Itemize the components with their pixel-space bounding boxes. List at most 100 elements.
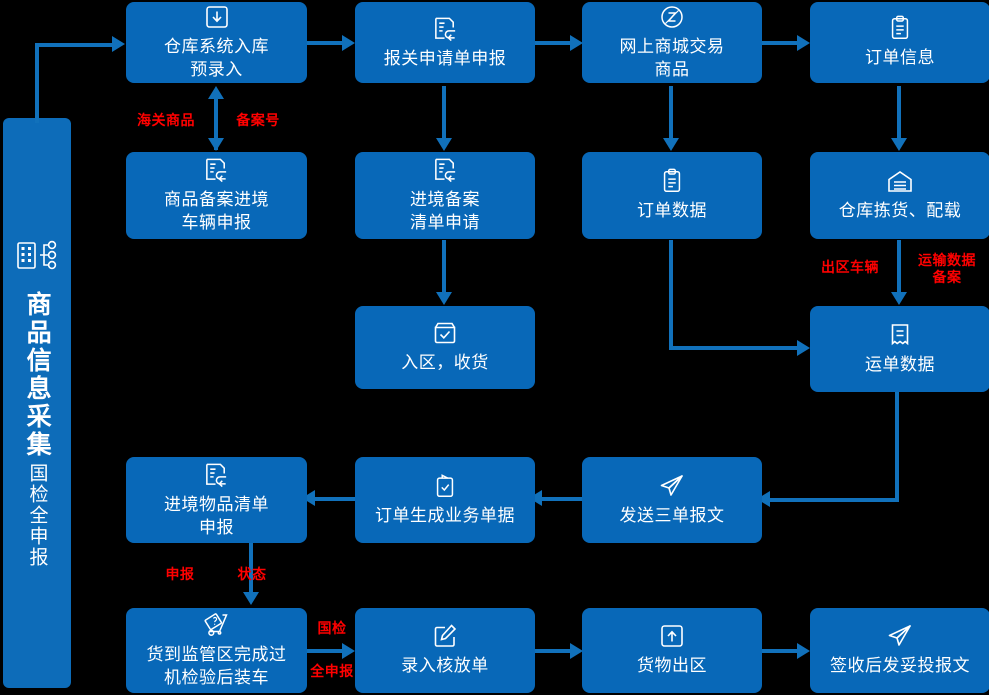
arrowhead-c1-down-2 [243,592,259,605]
arrowhead-to-warehouse-pre-entry [112,36,125,52]
arrowhead-r5-c [797,643,810,659]
node-label: 网上商城交易 商品 [619,36,725,79]
connector-c1-vertical [214,92,218,150]
receipt-icon [888,322,912,348]
paper-plane-icon [658,473,686,499]
node-label: 进境物品清单 申报 [164,494,269,537]
connector-r5-a [307,649,349,653]
clipboard-check-icon [433,473,457,499]
connector-c3-vertical [669,86,673,144]
node-label: 报关申请单申报 [383,48,507,68]
node-label: 运单数据 [865,354,935,374]
arrowhead-r1-b [570,35,583,51]
node-label: 货到监管区完成过 机检验后装车 [146,644,287,687]
connector-c4-vertical-2 [897,240,901,298]
node-label: 货物出区 [637,656,707,676]
node-goods-record-vehicle[interactable]: 商品备案进境 车辆申报 [126,152,307,239]
arrowhead-c1-up [208,86,224,99]
annotation-exit-vehicle: 出区车辆 [821,259,879,275]
connector-c2-vertical-2 [442,240,446,298]
sidebar-title: 商品信息采集 [23,290,52,459]
doc-return-icon [203,156,230,183]
clipboard-lines-icon [660,168,684,194]
arrowhead-to-waybill [797,340,810,356]
node-enter-release-note[interactable]: 录入核放单 [355,608,535,693]
connector-c1-vertical-2 [249,543,253,598]
arrowhead-c4-down [891,138,907,151]
connector-r1-a [307,41,347,45]
node-label: 订单生成业务单据 [375,505,515,525]
node-label: 仓库拣货、配载 [838,200,962,220]
sidebar-product-info-collection[interactable]: 商品信息采集 国检全申报 [3,118,71,688]
connector-waybill-down [895,392,899,502]
annotation-declare: 申报 [165,566,195,582]
connector-r5-b [535,649,577,653]
node-signed-delivery-msg[interactable]: 签收后发妥投报文 [810,608,989,693]
connector-c4-vertical [897,86,901,144]
connector-r4-a [537,497,582,501]
node-label: 入区，收货 [401,353,489,373]
connector-orderdata-down [669,240,673,350]
node-label: 进境备案 清单申请 [410,190,480,232]
node-order-data[interactable]: 订单数据 [582,152,762,239]
node-label: 签收后发妥投报文 [830,656,970,676]
node-goods-exit-zone[interactable]: 货物出区 [582,608,762,693]
warehouse-icon [886,169,914,194]
node-order-info[interactable]: 订单信息 [810,2,989,83]
connector-c2-vertical [442,86,446,144]
arrowhead-r1-c [797,35,810,51]
arrowhead-r1-a [342,35,355,51]
annotation-national-inspect: 国检 [317,620,347,636]
arrowhead-c4-down-2 [891,292,907,305]
arrowhead-c2-down [436,138,452,151]
arrowhead-r5-a [342,643,355,659]
node-enter-zone-receive[interactable]: 入区，收货 [355,306,535,389]
connector-waybill-to-send [765,498,899,502]
doc-return-icon [432,15,459,42]
node-label: 订单数据 [637,201,707,221]
connector-r4-b [310,497,355,501]
node-customs-declaration[interactable]: 报关申请单申报 [355,2,535,83]
product-info-icon [16,239,58,273]
download-box-icon [204,4,230,30]
connector-r1-c [762,41,804,45]
node-goods-arrive-inspect[interactable]: 货到监管区完成过 机检验后装车 [126,608,307,693]
hand-truck-icon [202,612,232,638]
node-entry-goods-list[interactable]: 进境物品清单 申报 [126,457,307,543]
annotation-full-declare: 全申报 [310,663,354,679]
box-check-icon [432,320,458,346]
upload-box-icon [659,623,685,649]
circle-z-icon [659,4,685,30]
node-label: 仓库系统入库 预录入 [164,36,269,79]
connector-r5-c [762,649,804,653]
arrowhead-c1-down [208,138,224,151]
node-label: 订单信息 [865,48,935,68]
connector-sidebar-to-warehouse [35,43,120,47]
node-send-three-docs[interactable]: 发送三单报文 [582,457,762,543]
node-order-generate-doc[interactable]: 订单生成业务单据 [355,457,535,543]
node-label: 录入核放单 [401,656,489,676]
node-warehouse-pre-entry[interactable]: 仓库系统入库 预录入 [126,2,307,83]
annotation-customs-goods: 海关商品 [137,112,195,128]
annotation-record-number: 备案号 [236,112,280,128]
arrowhead-r5-b [570,643,583,659]
edit-square-icon [432,623,458,649]
paper-plane-icon [886,623,914,649]
node-label: 商品备案进境 车辆申报 [164,190,269,232]
connector-r1-b [535,41,577,45]
annotation-status: 状态 [237,566,267,582]
arrowhead-c3-down [663,138,679,151]
connector-sidebar-up [35,43,39,123]
doc-return-icon [432,156,459,183]
node-warehouse-pick-load[interactable]: 仓库拣货、配载 [810,152,989,239]
connector-orderdata-to-waybill [669,346,804,350]
node-entry-record-list[interactable]: 进境备案 清单申请 [355,152,535,239]
node-online-mall-trade[interactable]: 网上商城交易 商品 [582,2,762,83]
sidebar-subtitle: 国检全申报 [26,462,48,568]
arrowhead-c2-down-2 [436,292,452,305]
clipboard-lines-icon [888,15,912,41]
node-label: 发送三单报文 [619,505,725,525]
doc-return-icon [203,461,230,488]
node-waybill-data[interactable]: 运单数据 [810,306,989,392]
